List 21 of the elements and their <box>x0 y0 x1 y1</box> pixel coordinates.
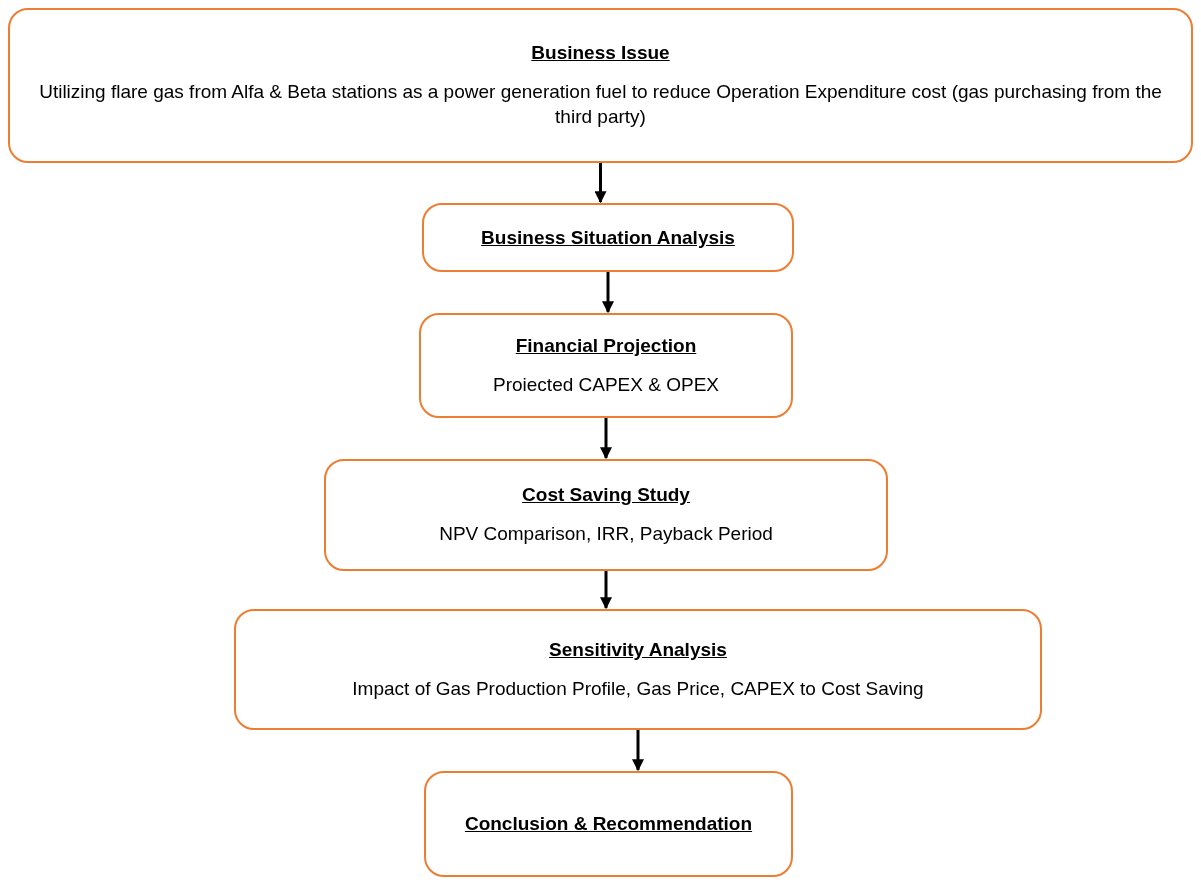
box-heading: Business Situation Analysis <box>481 225 735 250</box>
process-box <box>424 771 793 877</box>
arrow <box>602 272 614 314</box>
box-description: NPV Comparison, IRR, Payback Period <box>439 522 773 547</box>
arrow <box>600 418 612 460</box>
box-heading: Cost Saving Study <box>522 483 690 508</box>
box-description: Impact of Gas Production Profile, Gas Price, CAPEX to Cost Saving <box>352 676 924 701</box>
process-box <box>422 203 794 272</box>
box-description: Proiected CAPEX & OPEX <box>493 372 719 397</box>
arrow <box>632 730 644 772</box>
box-heading: Financial Projection <box>515 333 697 358</box>
process-box <box>324 459 888 571</box>
box-heading: Sensitivity Analysis <box>549 637 727 662</box>
box-heading: Conclusion & Recommendation <box>464 812 753 836</box>
process-box <box>419 313 793 418</box>
process-box <box>234 609 1042 730</box>
process-box <box>8 8 1193 163</box>
arrow <box>600 571 612 610</box>
box-heading: Business Issue <box>531 41 670 65</box>
arrow <box>594 163 607 204</box>
box-description: Utilizing flare gas from Alfa & Beta stations as a power generation fuel to reduce Operation Expenditure cost (gas purchasing from the third party) <box>38 79 1163 130</box>
